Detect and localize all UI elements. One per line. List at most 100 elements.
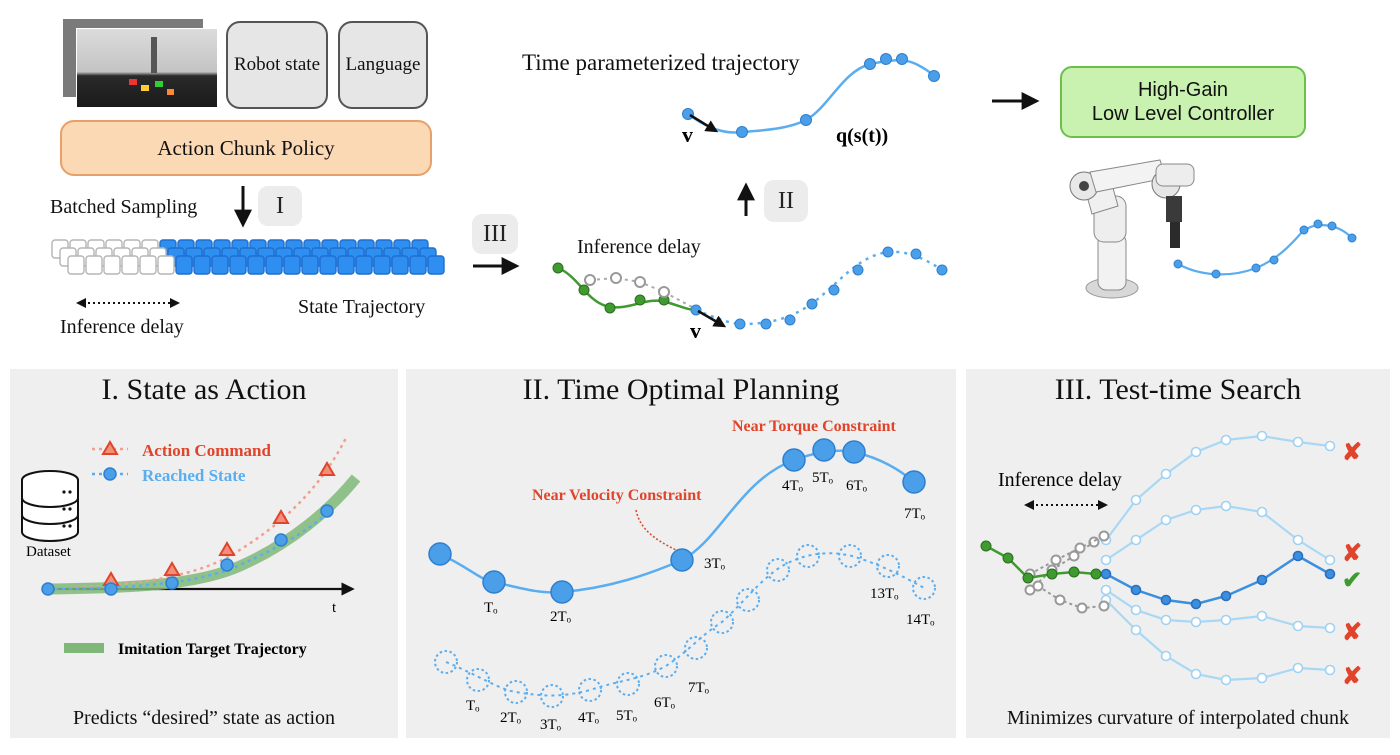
chunk-cell xyxy=(211,255,229,275)
lower-marker xyxy=(654,654,678,678)
lower-marker xyxy=(578,678,602,702)
branch-point xyxy=(1130,604,1142,616)
branch-point xyxy=(1256,672,1268,684)
branch-point xyxy=(1160,594,1172,606)
search-result-marks: ✘ ✘ ✔ ✘ ✘ xyxy=(1342,440,1362,690)
lower-marker xyxy=(912,576,936,600)
chunk-cell xyxy=(355,255,373,275)
search-fan xyxy=(980,430,1336,686)
branch-point xyxy=(1324,440,1336,452)
executed-point xyxy=(1046,568,1058,580)
cross-icon: ✘ xyxy=(1342,664,1362,690)
inference-delay-trajectory xyxy=(552,246,948,330)
chunk-cell xyxy=(139,255,157,275)
candidate-branch xyxy=(1105,504,1331,561)
delayed-point xyxy=(1032,580,1044,592)
legend-action-command: Action Command xyxy=(142,441,271,460)
chunk-cell xyxy=(301,255,319,275)
branch-point xyxy=(1190,668,1202,680)
branch-point xyxy=(1292,436,1304,448)
lower-label-14T: 14Tₒ xyxy=(906,612,935,628)
delayed-chunk xyxy=(1029,535,1105,575)
branch-point xyxy=(1130,534,1142,546)
upper-label-4T: 4Tₒ xyxy=(782,478,804,494)
upper-label-5T: 5Tₒ xyxy=(812,470,834,486)
branch-point xyxy=(1190,446,1202,458)
lower-marker xyxy=(838,544,862,568)
check-icon: ✔ xyxy=(1342,568,1362,594)
lower-label-2T: 2Tₒ xyxy=(500,710,522,726)
upper-time-labels: Tₒ 2Tₒ 3Tₒ 4Tₒ 5Tₒ 6Tₒ 7Tₒ xyxy=(484,470,926,625)
branch-point xyxy=(1292,534,1304,546)
best-branch xyxy=(1105,554,1331,606)
camera-image xyxy=(62,18,218,108)
chunk-cell xyxy=(193,255,211,275)
q-label: q(s(t)) xyxy=(836,125,888,147)
executed-point xyxy=(980,540,992,552)
controller-line2: Low Level Controller xyxy=(1091,103,1275,125)
upper-label-3T: 3Tₒ xyxy=(704,556,726,572)
branch-point xyxy=(1292,662,1304,674)
delayed-point xyxy=(1050,554,1062,566)
upper-label-2T: 2Tₒ xyxy=(550,609,572,625)
controller-line1: High-Gain xyxy=(1137,79,1229,101)
language-label: Language xyxy=(345,54,421,75)
upper-label-T: Tₒ xyxy=(484,600,498,616)
batched-chunks xyxy=(51,239,445,275)
lower-label-3T: 3Tₒ xyxy=(540,717,562,733)
chunk-cell xyxy=(265,255,283,275)
batched-sampling-label: Batched Sampling xyxy=(50,196,198,218)
branch-point xyxy=(1256,610,1268,622)
branch-point xyxy=(1292,550,1304,562)
step-III-badge: III xyxy=(472,214,518,254)
panel3-footer: Minimizes curvature of interpolated chun… xyxy=(1006,707,1350,729)
delayed-point xyxy=(1076,602,1088,614)
branch-point xyxy=(1100,568,1112,580)
cross-icon: ✘ xyxy=(1342,440,1362,466)
lower-marker xyxy=(684,636,708,660)
action-command-markers xyxy=(102,461,336,586)
branch-point xyxy=(1160,468,1172,480)
branch-point xyxy=(1130,584,1142,596)
delayed-chunk xyxy=(1037,585,1105,610)
branch-point xyxy=(1160,650,1172,662)
lower-marker xyxy=(504,680,528,704)
time-param-label: Time parameterized trajectory xyxy=(522,50,800,75)
step-II-label: II xyxy=(778,187,794,214)
low-level-controller-box: High-Gain Low Level Controller xyxy=(1060,66,1306,138)
executed-point xyxy=(1090,568,1102,580)
branch-point xyxy=(1220,590,1232,602)
reached-state-markers xyxy=(41,504,334,596)
chunk-cell xyxy=(229,255,247,275)
lower-label-5T: 5Tₒ xyxy=(616,708,638,724)
branch-point xyxy=(1324,568,1336,580)
step-I-badge: I xyxy=(258,186,302,226)
panel1-title: I. State as Action xyxy=(101,373,307,406)
lower-label-4T: 4Tₒ xyxy=(578,710,600,726)
action-command-curve xyxy=(47,437,348,591)
branch-point xyxy=(1100,554,1112,566)
near-velocity-pointer xyxy=(635,509,677,551)
step-III-label: III xyxy=(483,220,507,247)
branch-point xyxy=(1256,574,1268,586)
database-icon xyxy=(21,470,79,542)
lower-label-T: Tₒ xyxy=(466,698,480,714)
branch-point xyxy=(1190,598,1202,610)
branch-point xyxy=(1130,494,1142,506)
chunk-cell xyxy=(283,255,301,275)
near-torque-label: Near Torque Constraint xyxy=(732,418,897,435)
branch-point xyxy=(1160,614,1172,626)
branch-point xyxy=(1220,614,1232,626)
lower-label-7T: 7Tₒ xyxy=(688,680,710,696)
branch-point xyxy=(1220,434,1232,446)
imitation-label: Imitation Target Trajectory xyxy=(118,641,307,658)
lower-label-6T: 6Tₒ xyxy=(654,695,676,711)
candidate-branch xyxy=(1105,599,1331,682)
branch-point xyxy=(1100,584,1112,596)
delayed-point xyxy=(1098,530,1110,542)
chunk-cell xyxy=(409,255,427,275)
upper-time-curve xyxy=(439,449,915,594)
branch-point xyxy=(1324,554,1336,566)
chunk-cell xyxy=(373,255,391,275)
branch-point xyxy=(1220,500,1232,512)
